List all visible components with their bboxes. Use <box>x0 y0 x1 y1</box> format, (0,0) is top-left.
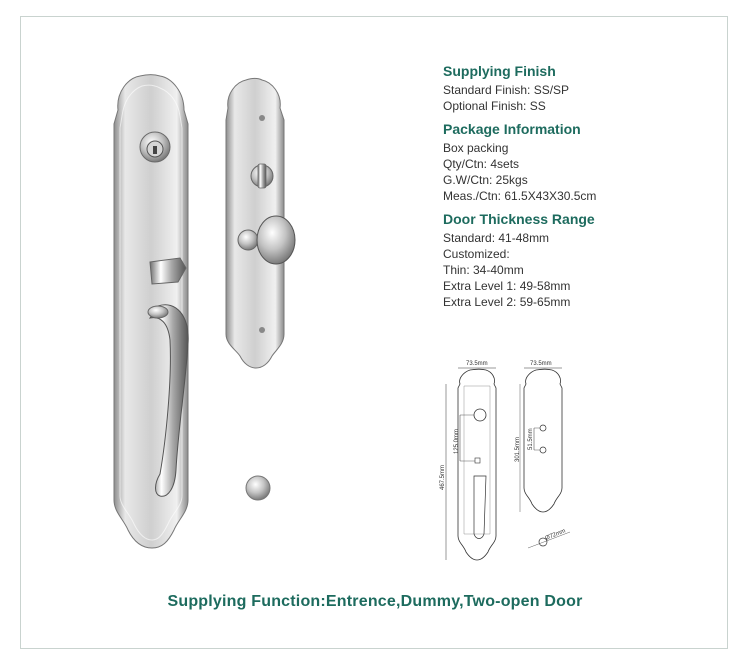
package-information-line: Meas./Ctn: 61.5X43X30.5cm <box>443 189 597 203</box>
supplying-finish-title: Supplying Finish <box>443 63 556 79</box>
knob-plate <box>225 78 296 369</box>
package-information-line: Qty/Ctn: 4sets <box>443 157 520 171</box>
lockset-product-image <box>113 74 296 549</box>
dummy-knob <box>245 475 271 501</box>
supplying-finish-line: Standard Finish: SS/SP <box>443 83 570 97</box>
door-thickness-line: Customized: <box>443 247 510 261</box>
door-thickness-line: Extra Level 1: 49-58mm <box>443 279 571 293</box>
package-information-line: G.W/Ctn: 25kgs <box>443 173 528 187</box>
door-thickness-title: Door Thickness Range <box>443 211 595 227</box>
supplying-finish-line: Optional Finish: SS <box>443 99 546 113</box>
supplying-function-caption: Supplying Function:Entrence,Dummy,Two-op… <box>167 593 583 610</box>
spacing-right-small-label: 51.5mm <box>528 428 534 450</box>
spacing-left-label: 125.0mm <box>454 429 460 454</box>
package-information-section: Package Information Box packing Qty/Ctn:… <box>443 120 733 204</box>
door-thickness-line: Extra Level 2: 59-65mm <box>443 295 571 309</box>
technical-drawing: 73.5mm 467.5mm 125.0mm 73.5mm 301.5mm 51… <box>440 361 571 561</box>
package-information-title: Package Information <box>443 121 581 137</box>
supplying-finish-section: Supplying Finish Standard Finish: SS/SP … <box>443 62 733 114</box>
spacing-right-label: 301.5mm <box>515 437 521 462</box>
width-left-label: 73.5mm <box>466 361 488 367</box>
door-thickness-line: Thin: 34-40mm <box>443 263 524 277</box>
door-thickness-section: Door Thickness Range Standard: 41-48mm C… <box>443 210 733 310</box>
width-right-label: 73.5mm <box>530 361 552 367</box>
handle-plate <box>113 74 189 549</box>
knob-diameter-label: Ø72mm <box>545 528 567 542</box>
height-total-label: 467.5mm <box>440 465 446 490</box>
door-thickness-line: Standard: 41-48mm <box>443 231 550 245</box>
package-information-line: Box packing <box>443 141 509 155</box>
specifications-panel: Supplying Finish Standard Finish: SS/SP … <box>443 62 733 316</box>
